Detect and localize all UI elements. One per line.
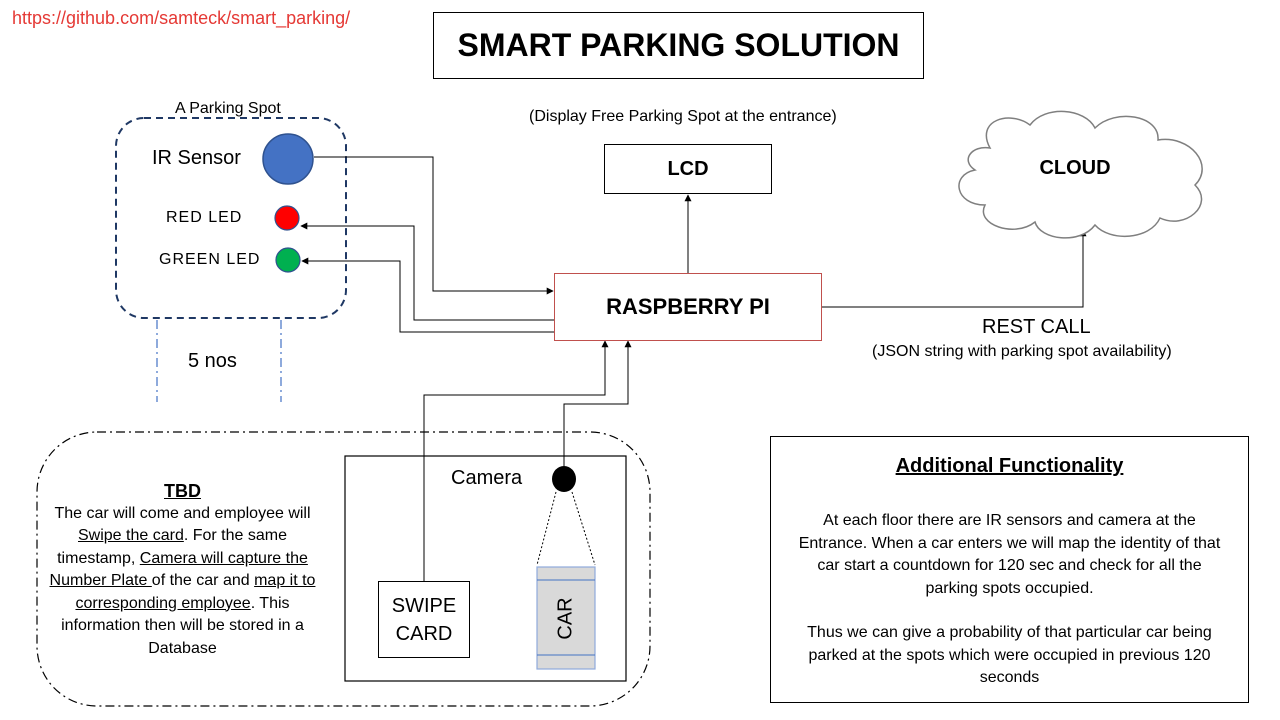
red-led-circle <box>274 205 300 231</box>
additional-paragraph-1: At each floor there are IR sensors and c… <box>798 512 1221 597</box>
rest-call-caption: (JSON string with parking spot availabil… <box>872 343 1172 360</box>
ir-sensor-circle <box>262 133 314 185</box>
additional-paragraph-2: Thus we can give a probability of that p… <box>807 624 1212 686</box>
cloud-label: CLOUD <box>1039 157 1111 179</box>
tbd-title: TBD <box>164 481 201 501</box>
tbd-text-camera: Camera will capture the Number Plate <box>49 549 308 590</box>
additional-title: Additional Functionality <box>895 455 1124 477</box>
green-led-label: GREEN LED <box>159 251 261 268</box>
rpi-to-cloud-arrow <box>822 229 1087 308</box>
swipe-card-box: SWIPE CARD <box>378 581 470 658</box>
swipe-card-to-rpi-arrow <box>423 340 609 581</box>
tbd-text-5: of the car and <box>151 572 255 589</box>
rpi-to-green-led-arrow <box>301 257 554 333</box>
parking-spot-boundary <box>115 117 347 319</box>
green-led-circle <box>275 247 301 273</box>
tbd-text-3: . For the same timestamp, <box>57 527 287 567</box>
lcd-caption: (Display Free Parking Spot at the entran… <box>529 108 837 125</box>
tbd-body: The car will come and employee will Swip… <box>40 503 325 661</box>
camera-label: Camera <box>451 467 523 489</box>
camera-view-right <box>571 491 596 566</box>
camera-view-left <box>536 491 557 566</box>
swipe-card-line1: SWIPE <box>391 594 457 617</box>
lcd-box: LCD <box>604 144 772 194</box>
car-body <box>536 566 596 670</box>
cloud-shape <box>958 110 1203 239</box>
ir-sensor-label: IR Sensor <box>152 147 241 169</box>
tbd-text-map: map it to corresponding employee <box>75 572 316 612</box>
rpi-to-red-led-arrow <box>300 222 554 321</box>
camera-lens <box>552 466 576 492</box>
github-url[interactable]: https://github.com/samteck/smart_parking… <box>12 8 351 28</box>
count-label: 5 nos <box>188 350 237 372</box>
additional-functionality-box: Additional Functionality At each floor t… <box>770 436 1249 703</box>
tbd-description: TBD The car will come and employee will … <box>40 480 325 660</box>
tbd-text-7: . This information then will be stored i… <box>61 594 304 657</box>
diagram-title: SMART PARKING SOLUTION <box>433 12 924 79</box>
rest-call-label: REST CALL <box>982 316 1091 338</box>
car-label: CAR <box>554 596 577 640</box>
tbd-text-swipe: Swipe the card <box>78 527 184 544</box>
red-led-label: RED LED <box>166 209 243 226</box>
tbd-text-1: The car will come and employee will <box>54 504 311 522</box>
parking-spot-label: A Parking Spot <box>175 100 281 117</box>
swipe-card-line2: CARD <box>395 622 453 645</box>
camera-to-rpi-arrow <box>563 340 632 466</box>
raspberry-pi-box: RASPBERRY PI <box>554 273 822 341</box>
ir-sensor-to-rpi-arrow <box>314 156 554 295</box>
car-label-box: CAR <box>537 567 595 669</box>
